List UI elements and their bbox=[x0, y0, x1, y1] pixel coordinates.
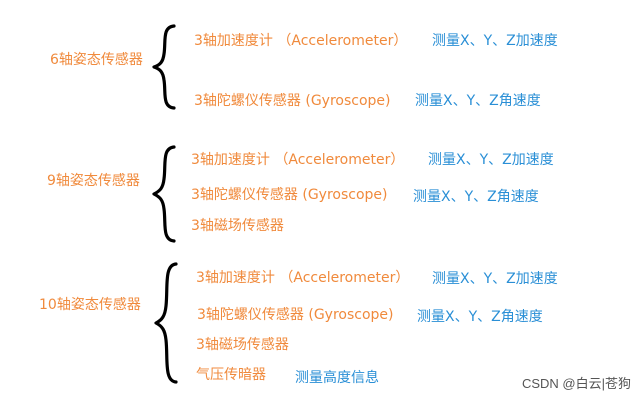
item-label-magnetometer: 3轴磁场传感器 bbox=[191, 218, 284, 234]
item-label-accelerometer: 3轴加速度计 （Accelerometer） bbox=[191, 152, 405, 168]
item-label-accelerometer: 3轴加速度计 （Accelerometer） bbox=[196, 270, 410, 286]
item-desc-altitude: 测量高度信息 bbox=[295, 370, 379, 386]
item-label-gyroscope: 3轴陀螺仪传感器 (Gyroscope) bbox=[197, 307, 394, 323]
item-desc-acceleration: 测量X、Y、Z加速度 bbox=[428, 152, 554, 168]
group-title-10-axis: 10轴姿态传感器 bbox=[39, 297, 141, 313]
brace-icon bbox=[152, 145, 176, 243]
brace-icon bbox=[154, 262, 178, 384]
group-title-6-axis: 6轴姿态传感器 bbox=[50, 52, 143, 68]
item-label-gyroscope: 3轴陀螺仪传感器 (Gyroscope) bbox=[194, 93, 391, 109]
item-label-magnetometer: 3轴磁场传感器 bbox=[196, 337, 289, 353]
brace-icon bbox=[152, 24, 176, 110]
item-label-accelerometer: 3轴加速度计 （Accelerometer） bbox=[194, 33, 408, 49]
item-desc-angular-velocity: 测量X、Y、Z角速度 bbox=[413, 189, 539, 205]
item-desc-angular-velocity: 测量X、Y、Z角速度 bbox=[415, 93, 541, 109]
group-title-9-axis: 9轴姿态传感器 bbox=[47, 173, 140, 189]
item-desc-angular-velocity: 测量X、Y、Z角速度 bbox=[417, 309, 543, 325]
item-desc-acceleration: 测量X、Y、Z加速度 bbox=[432, 33, 558, 49]
item-label-barometer: 气压传暗器 bbox=[196, 367, 266, 383]
watermark: CSDN @白云|苍狗 bbox=[521, 376, 631, 391]
item-label-gyroscope: 3轴陀螺仪传感器 (Gyroscope) bbox=[191, 187, 388, 203]
item-desc-acceleration: 测量X、Y、Z加速度 bbox=[432, 271, 558, 287]
